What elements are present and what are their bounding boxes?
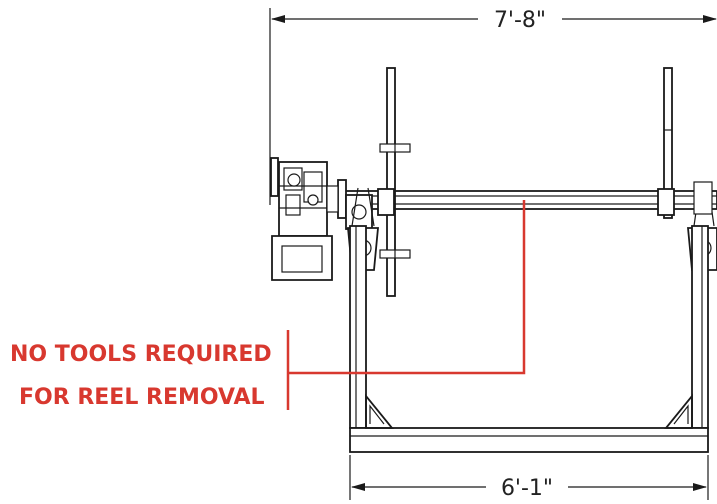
callout-leader-line	[288, 200, 526, 375]
callout-line-1: NO TOOLS REQUIRED	[10, 342, 272, 367]
base-width-dimension: 6'-1"	[349, 455, 709, 501]
base-width-label: 6'-1"	[501, 476, 553, 501]
overall-width-dimension: 7'-8"	[269, 8, 717, 205]
stand-frame	[349, 225, 709, 453]
reel-shaft	[334, 190, 717, 210]
reel-flange-left	[377, 67, 411, 297]
callout-line-2: FOR REEL REMOVAL	[19, 385, 265, 410]
reel-flange-right	[657, 67, 675, 219]
overall-width-label: 7'-8"	[494, 8, 546, 33]
reel-removal-callout: NO TOOLS REQUIRED FOR REEL REMOVAL	[10, 200, 526, 410]
drive-assembly	[270, 157, 373, 281]
